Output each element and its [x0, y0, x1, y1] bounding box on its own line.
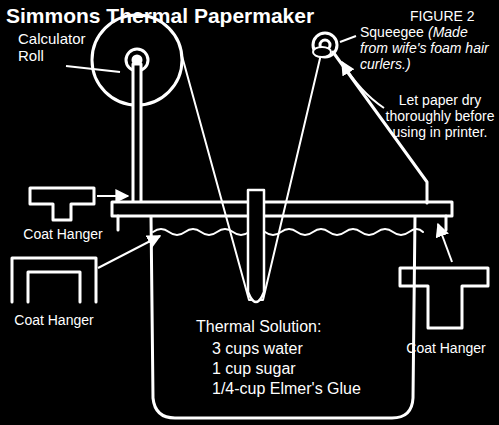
squeegee-foam [313, 47, 331, 57]
recipe-line: 3 cups water [212, 340, 392, 358]
hanger-bar [112, 202, 452, 216]
recipe-heading: Thermal Solution: [196, 318, 386, 336]
part-label: Coat Hanger [398, 340, 494, 356]
figure-number: FIGURE 2 [410, 8, 495, 24]
roll-rod [133, 64, 141, 204]
part-label: Calculator Roll [18, 30, 98, 65]
leader-line [340, 36, 356, 42]
leader-arrow [438, 224, 452, 262]
coat-hanger-icon [12, 258, 96, 302]
leader-arrow [98, 236, 160, 268]
note-text: Let paper dry thoroughly before using in… [384, 92, 496, 140]
coat-hanger-icon [30, 188, 94, 220]
diagram-title: Simmons Thermal Papermaker [6, 4, 314, 28]
note-text: (Made from wife's foam hair curlers.) [360, 24, 496, 72]
coat-hanger-icon [400, 268, 488, 328]
bucket [151, 216, 415, 418]
part-label: Coat Hanger [18, 226, 108, 242]
solution-surface [153, 229, 423, 235]
recipe-line: 1 cup sugar [212, 360, 392, 378]
paper-weight-clip [248, 190, 264, 302]
part-label: Coat Hanger [8, 312, 100, 328]
leader-arrow [97, 195, 128, 197]
recipe-line: 1/4-cup Elmer's Glue [212, 380, 402, 398]
leader-line [66, 66, 120, 72]
